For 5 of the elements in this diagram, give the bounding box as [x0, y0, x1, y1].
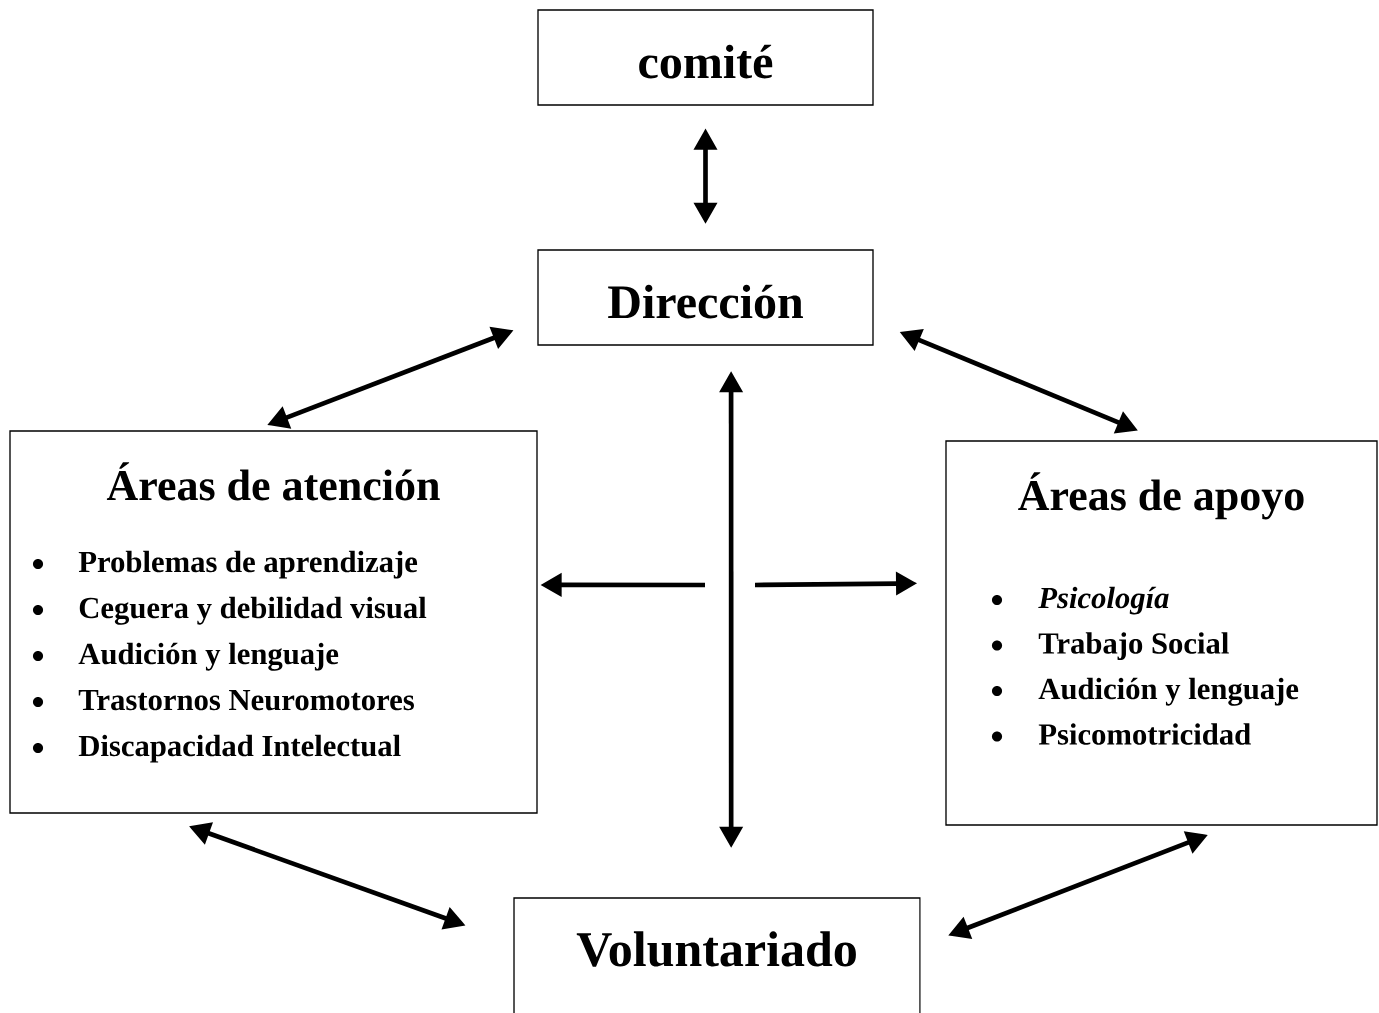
text-box: Áreas de apoyo Psicología Trabajo Social Audición y lenguaje Psicomotricidad	[945, 440, 1378, 826]
text-box: Áreas de atención Problemas de aprendizaje Ceguera y debilidad visual Audición y lenguaje Trastornos Neuromotores Discapacidad Intelectual	[9, 430, 538, 814]
text-box: Dirección	[537, 249, 874, 346]
text-box: comité	[537, 9, 874, 106]
text-box: Voluntariado	[513, 897, 921, 1013]
